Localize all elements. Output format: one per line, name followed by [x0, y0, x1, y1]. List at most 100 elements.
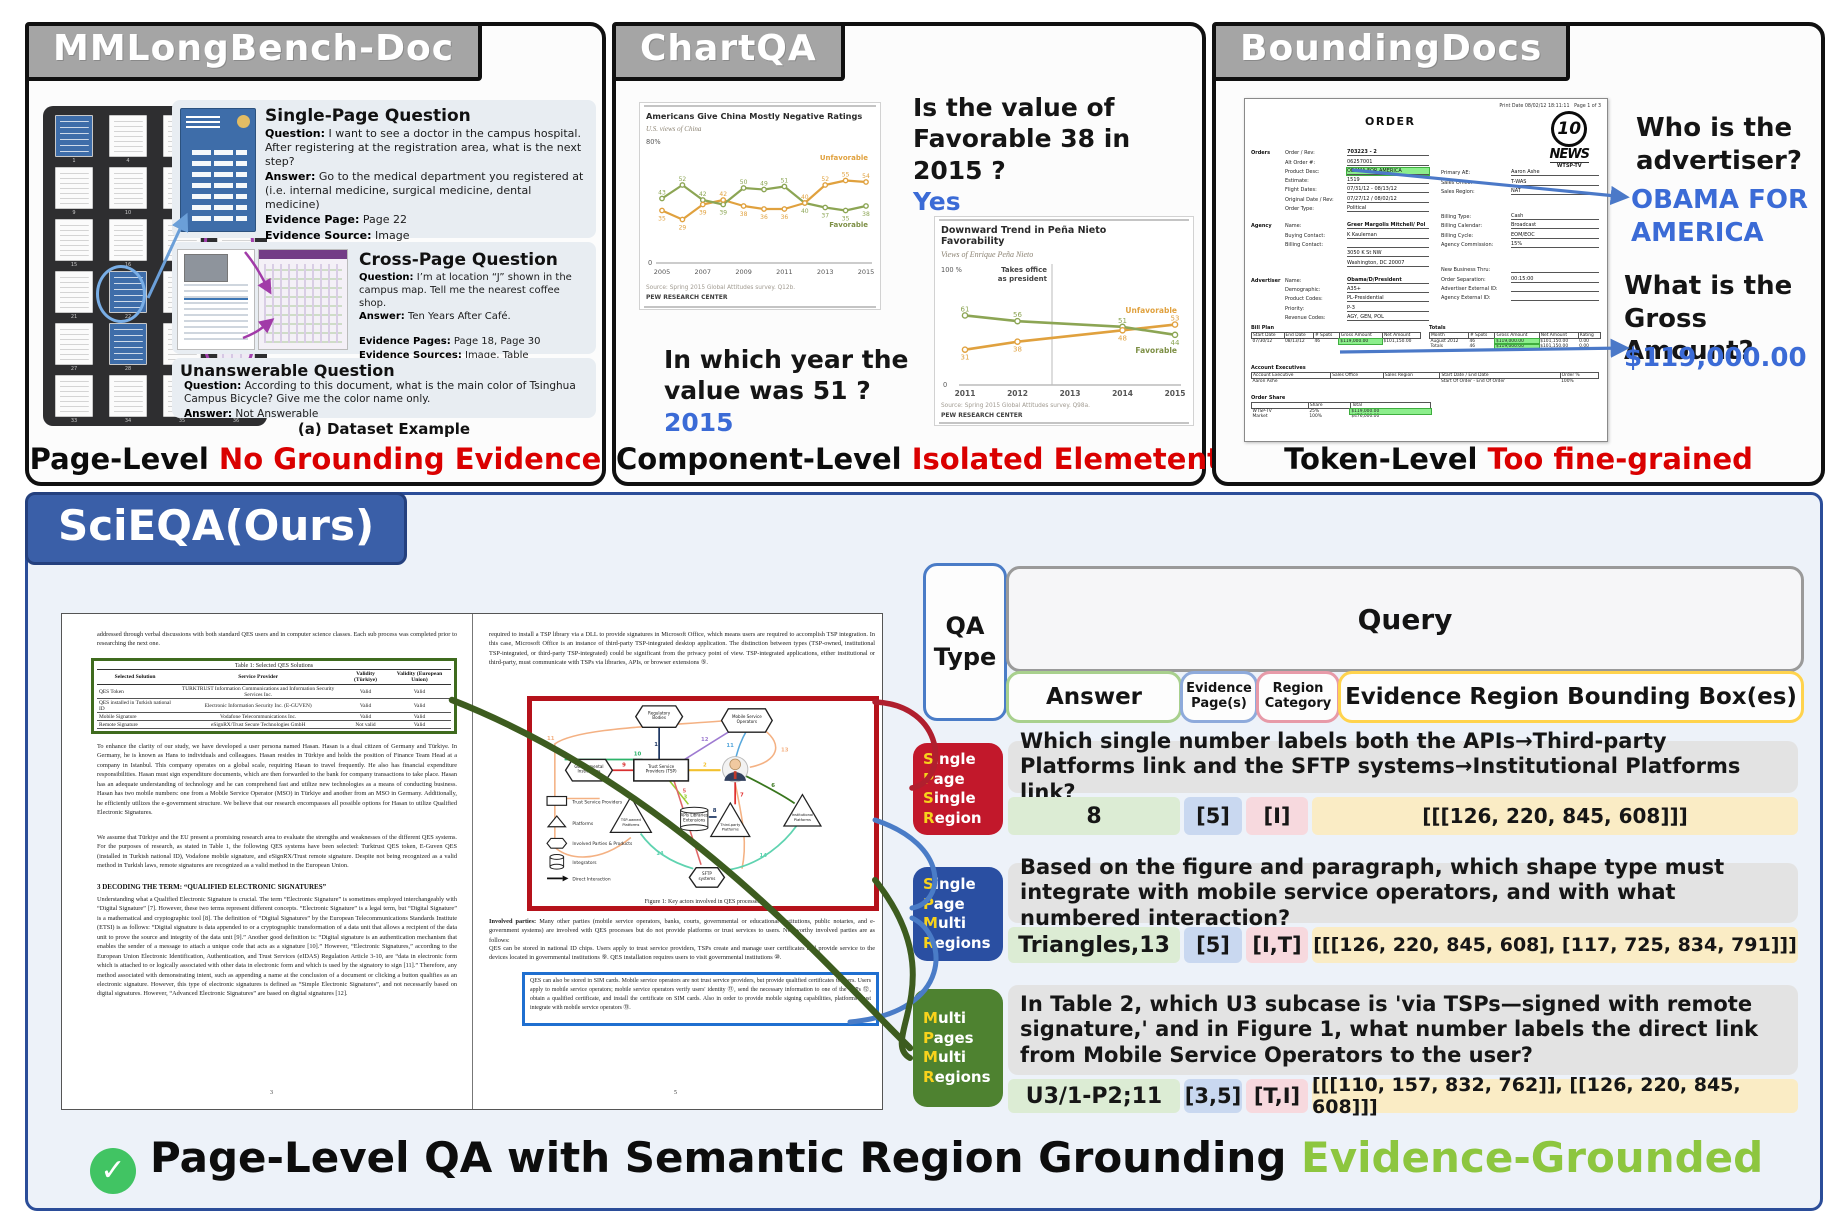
svg-text:2011: 2011 — [955, 389, 976, 398]
svg-text:as president: as president — [998, 275, 1048, 283]
qa-text: Question: I want to see a doctor in the … — [265, 127, 584, 242]
panel-title-mmlongbench: MMLongBench-Doc — [25, 22, 483, 81]
svg-text:Involved Parties & Products: Involved Parties & Products — [572, 841, 633, 847]
svg-text:44: 44 — [1171, 339, 1180, 347]
svg-text:52: 52 — [821, 176, 829, 183]
svg-text:Unfavorable: Unfavorable — [1125, 306, 1177, 315]
svg-text:2015: 2015 — [858, 268, 875, 276]
svg-text:36: 36 — [781, 214, 789, 221]
svg-text:10: 10 — [634, 752, 642, 758]
svg-text:38: 38 — [862, 211, 870, 218]
svg-text:1: 1 — [654, 742, 658, 748]
chartqa-question-2: In which year the value was 51 ?2015 — [664, 345, 909, 437]
svg-text:Favorability: Favorability — [941, 236, 1005, 247]
svg-text:Operators: Operators — [737, 719, 757, 724]
svg-text:Extensions: Extensions — [683, 817, 705, 822]
svg-text:Platforms: Platforms — [572, 821, 593, 827]
svg-text:3: 3 — [684, 794, 688, 800]
svg-text:Platforms: Platforms — [722, 828, 739, 832]
svg-text:Unfavorable: Unfavorable — [820, 154, 868, 162]
panel-boundingdocs: BoundingDocs Print Date 08/02/12 18:11:1… — [1212, 22, 1825, 486]
svg-text:14: 14 — [656, 851, 664, 857]
svg-text:Platforms: Platforms — [622, 823, 639, 827]
svg-text:Favorable: Favorable — [829, 221, 868, 229]
answer-row-1: 8 — [1008, 797, 1180, 835]
page-divider — [472, 614, 473, 1109]
right-page-paragraph-2: Involved parties: Many other parties (mo… — [489, 918, 876, 944]
chartqa-caption: Component-Level Isolated Elemetents — [616, 442, 1239, 476]
region-category-row-2: [I,T] — [1246, 927, 1308, 963]
page-thumbnail-27: 27 — [47, 320, 101, 372]
dataset-example-caption: (a) Dataset Example — [297, 420, 471, 438]
page-thumbnail-22: 22 — [96, 265, 155, 323]
page-thumbnail-34: 34 — [101, 372, 155, 424]
qa-text: Question: I’m at location “J” shown in t… — [359, 272, 572, 361]
panel-chartqa: ChartQA Americans Give China Mostly Nega… — [612, 22, 1239, 486]
scieqa-document-pages: addressed through verbal discussions wit… — [61, 613, 883, 1110]
svg-text:39: 39 — [719, 210, 727, 217]
svg-text:29: 29 — [679, 225, 687, 232]
svg-text:TSP-owned: TSP-owned — [620, 818, 641, 822]
svg-text:2009: 2009 — [735, 268, 752, 276]
svg-text:Favorable: Favorable — [1135, 346, 1177, 355]
figure-1-caption: Figure 1: Key actors involved in QES pro… — [644, 899, 762, 905]
bbox-row-1: [[[126, 220, 845, 608]]] — [1312, 797, 1798, 835]
svg-text:8: 8 — [713, 808, 717, 814]
chart-us-views-of-china: Americans Give China Mostly Negative Rat… — [639, 102, 881, 310]
doc-title: ORDER — [1365, 115, 1416, 128]
svg-text:31: 31 — [961, 354, 970, 362]
svg-text:49: 49 — [760, 181, 768, 188]
qa-heading: Unanswerable Question — [180, 361, 395, 380]
svg-text:2005: 2005 — [654, 268, 671, 276]
cross-page-question-box: Cross-Page Question Question: I’m at loc… — [172, 242, 596, 361]
query-row-3: In Table 2, which U3 subcase is 'via TSP… — [1008, 985, 1798, 1075]
svg-text:Trust Service Providers: Trust Service Providers — [571, 799, 623, 805]
svg-text:2015: 2015 — [1165, 389, 1186, 398]
section-heading: 3 DECODING THE TERM: “QUALIFIED ELECTRON… — [97, 883, 327, 891]
svg-text:0: 0 — [648, 259, 652, 267]
page-thumbnail-1: 1 — [47, 112, 101, 164]
region-category-header: Region Category — [1256, 671, 1340, 723]
svg-text:14: 14 — [760, 853, 768, 859]
map-decor — [264, 263, 342, 344]
svg-text:42: 42 — [719, 191, 727, 198]
svg-text:55: 55 — [842, 172, 850, 179]
svg-text:9: 9 — [622, 762, 626, 768]
line-chart: Americans Give China Mostly Negative Rat… — [644, 105, 876, 308]
svg-text:54: 54 — [862, 173, 870, 180]
single-page-question-box: Single-Page Question Question: I want to… — [172, 100, 596, 242]
svg-text:36: 36 — [760, 214, 768, 221]
qa-heading: Cross-Page Question — [359, 250, 558, 270]
svg-text:Americans Give China Mostly Ne: Americans Give China Mostly Negative Rat… — [646, 111, 862, 121]
svg-text:PEW RESEARCH CENTER: PEW RESEARCH CENTER — [646, 294, 728, 301]
blue-highlight-ellipse — [96, 265, 146, 323]
unanswerable-question-box: Unanswerable Question Question: Accordin… — [172, 358, 596, 420]
svg-text:37: 37 — [821, 213, 829, 220]
svg-text:61: 61 — [961, 305, 970, 313]
panel-title-chartqa: ChartQA — [612, 22, 845, 81]
qa-heading: Single-Page Question — [265, 106, 471, 126]
page-thumbnail-9: 9 — [47, 164, 101, 216]
evidence-pages-row-2: [5] — [1184, 927, 1242, 963]
svg-text:42: 42 — [699, 191, 707, 198]
svg-text:Institutions: Institutions — [578, 769, 601, 774]
svg-text:35: 35 — [658, 216, 666, 223]
evidence-pages-row-1: [5] — [1184, 797, 1242, 835]
page-thumbnail-15: 15 — [47, 216, 101, 268]
page-decor — [186, 116, 221, 130]
svg-text:2007: 2007 — [695, 268, 712, 276]
region-category-row-3: [T,I] — [1246, 1079, 1308, 1113]
right-page-paragraph-1: required to install a TSP library via a … — [489, 631, 875, 667]
answer-header: Answer — [1006, 671, 1182, 723]
svg-text:Bodies: Bodies — [652, 715, 666, 720]
svg-text:Views of Enrique Peña Nieto: Views of Enrique Peña Nieto — [941, 250, 1033, 259]
panel-scieqa: SciEQA(Ours) addressed through verbal di… — [25, 492, 1823, 1211]
page-number-3: 3 — [270, 1090, 273, 1096]
svg-text:Source: Spring 2015 Global Att: Source: Spring 2015 Global Attitudes sur… — [941, 403, 1090, 409]
panel-title-boundingdocs: BoundingDocs — [1212, 22, 1571, 81]
